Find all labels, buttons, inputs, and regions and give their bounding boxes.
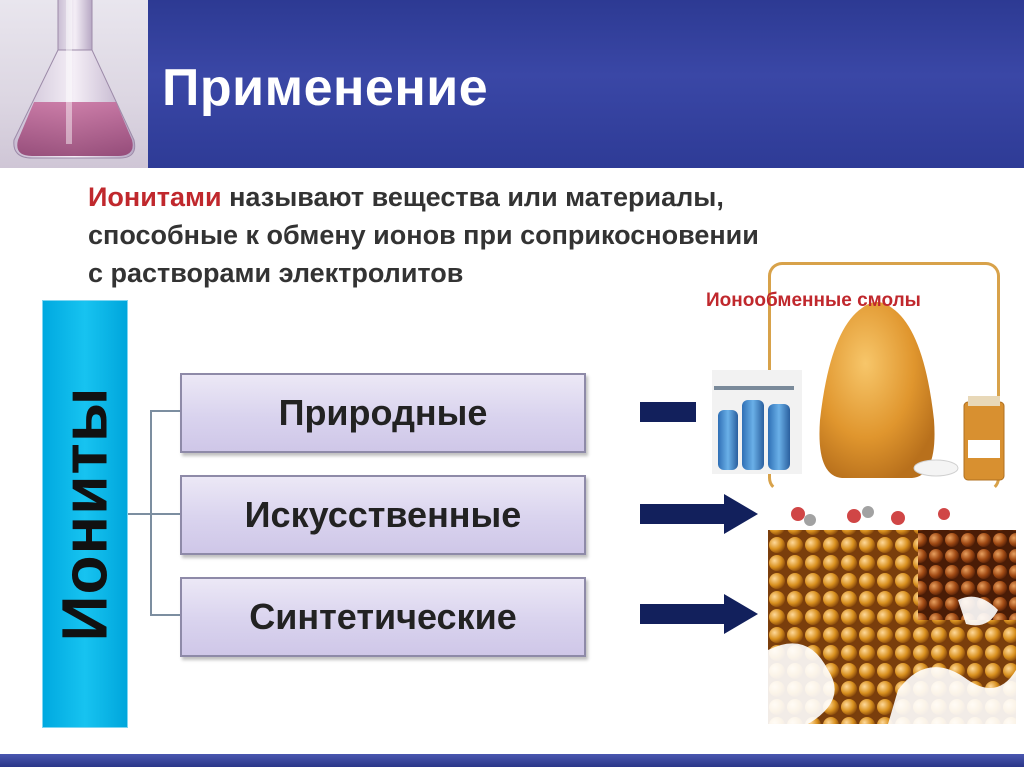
flask-image bbox=[0, 0, 148, 168]
right-arrow-icon bbox=[640, 494, 758, 534]
definition-line-2: способные к обмену ионов при соприкоснов… bbox=[88, 220, 759, 250]
resin-label: Ионообменные смолы bbox=[706, 290, 921, 311]
beads-photo bbox=[768, 500, 1016, 724]
header-band bbox=[148, 0, 1024, 168]
category-synthetic: Синтетические bbox=[180, 577, 586, 657]
vertical-label-text: Иониты bbox=[49, 386, 121, 642]
category-artificial: Искусственные bbox=[180, 475, 586, 555]
slide-title: Применение bbox=[162, 59, 489, 117]
connector-stem bbox=[128, 513, 152, 515]
connector-branch-2 bbox=[150, 513, 180, 515]
connector-branch-1 bbox=[150, 410, 180, 412]
resin-photo bbox=[712, 302, 1005, 481]
definition-line-3: с растворами электролитов bbox=[88, 258, 464, 288]
header: Применение bbox=[0, 0, 1024, 168]
vertical-label: Иониты bbox=[42, 300, 128, 728]
footer-bar bbox=[0, 754, 1024, 767]
vertical-label-box bbox=[42, 300, 128, 728]
connector-branch-3 bbox=[150, 614, 180, 616]
flask-icon bbox=[13, 0, 136, 159]
dash-icon bbox=[640, 402, 696, 422]
right-arrow-icon bbox=[640, 594, 758, 634]
definition-line-1: Ионитами называют вещества или материалы… bbox=[88, 178, 968, 216]
definition-text: Ионитами называют вещества или материалы… bbox=[88, 178, 968, 292]
definition-highlight: Ионитами bbox=[88, 182, 222, 212]
definition-line-1-rest: называют вещества или материалы, bbox=[221, 182, 724, 212]
category-natural: Природные bbox=[180, 373, 586, 453]
